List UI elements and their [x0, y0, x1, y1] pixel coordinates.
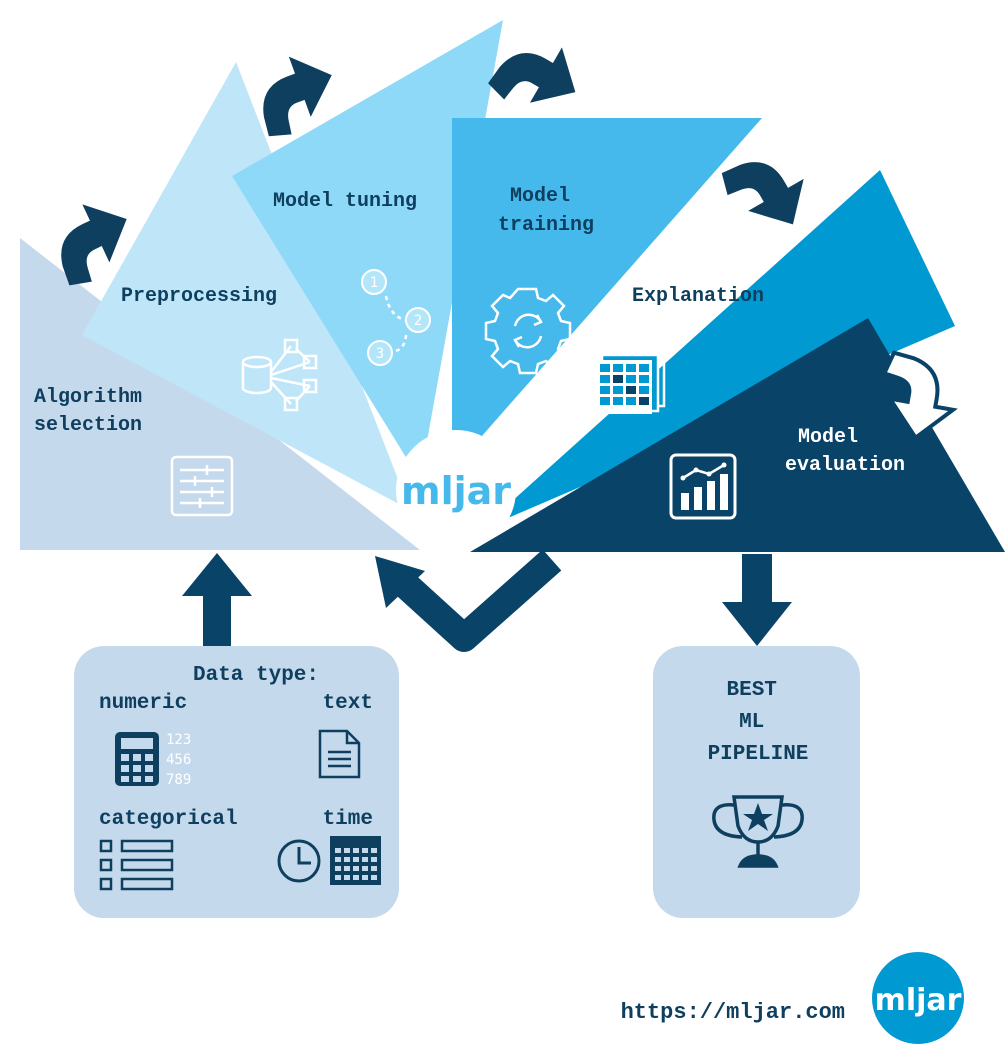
numeric-digits-row-3: 789 — [166, 772, 191, 788]
clock-icon — [277, 839, 321, 883]
best-pipeline-label: BEST ML PIPELINE — [708, 679, 809, 766]
stage-evaluation-label: Model evaluation — [785, 426, 905, 477]
stage-preprocessing-segment — [82, 62, 410, 510]
footer-url[interactable]: https://mljar.com — [621, 1000, 845, 1025]
categorical-list-icon — [99, 839, 174, 891]
numeric-digits-row-2: 456 — [166, 752, 191, 768]
stage-tuning-segment — [232, 20, 503, 480]
numeric-digits-row-1: 123 — [166, 732, 191, 748]
database-network-icon — [241, 338, 318, 412]
stage-tuning-label: Model tuning — [273, 190, 417, 213]
arrow-evaluation-to-best — [722, 554, 792, 646]
calendar-icon — [330, 836, 381, 885]
stage-training-segment — [452, 118, 762, 470]
stage-preprocessing-label: Preprocessing — [121, 285, 277, 308]
data-type-numeric-label: numeric — [99, 692, 187, 715]
stage-training-label: Model training — [498, 185, 594, 237]
footer-mljar-logo: mljar — [872, 952, 964, 1044]
arrow-data-to-algorithm — [182, 553, 252, 646]
arrow-training-to-explanation — [716, 139, 821, 246]
trophy-icon — [712, 795, 804, 868]
svg-text:mljar: mljar — [401, 469, 511, 513]
svg-text:2: 2 — [414, 313, 422, 329]
stage-explanation-label: Explanation — [632, 285, 764, 308]
gear-refresh-icon — [484, 287, 572, 375]
center-mljar-logo: mljar — [396, 430, 516, 550]
svg-text:1: 1 — [370, 275, 378, 291]
text-document-icon — [318, 729, 361, 779]
data-type-text-label: text — [323, 692, 373, 715]
stage-evaluation-segment — [470, 318, 1005, 552]
svg-text:3: 3 — [376, 346, 384, 362]
data-type-time-label: time — [323, 808, 373, 831]
arrow-tuning-to-training — [485, 24, 592, 129]
data-type-categorical-label: categorical — [99, 808, 238, 831]
svg-text:mljar: mljar — [875, 983, 962, 1018]
data-type-title: Data type: — [193, 664, 319, 687]
grid-documents-icon — [596, 348, 666, 414]
stage-explanation-segment — [480, 170, 955, 530]
best-pipeline-box — [653, 646, 860, 918]
sliders-icon — [170, 455, 234, 517]
bar-chart-icon — [669, 453, 737, 520]
numbered-path-icon: 1 2 3 — [361, 269, 431, 366]
calculator-icon — [115, 732, 159, 786]
stage-algorithm-label: Algorithm selection — [34, 386, 154, 437]
arrow-evaluation-feedback-loop — [375, 549, 562, 652]
